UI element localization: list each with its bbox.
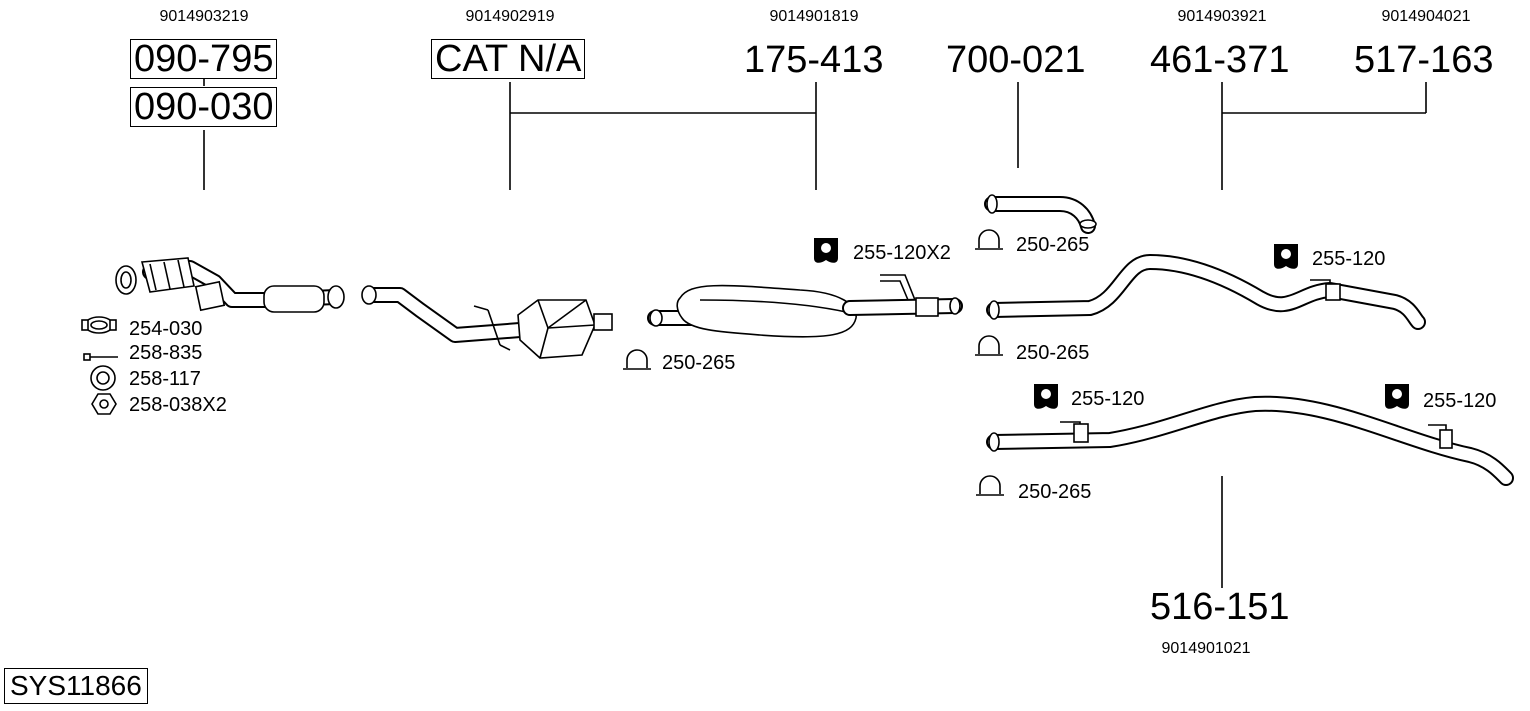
accessory-label-a7[interactable]: 250-265: [1016, 234, 1090, 256]
u-clamp-icon: [623, 349, 651, 370]
tail-bend-drawing: [984, 194, 1097, 234]
rubber-hanger-icon: [1034, 384, 1058, 409]
accessory-label-a3[interactable]: 258-117: [129, 368, 201, 390]
accessory-label-a5[interactable]: 250-265: [662, 352, 736, 374]
rubber-hanger-icon: [1385, 384, 1409, 409]
part-number-p2[interactable]: CAT N/A: [431, 39, 586, 79]
accessory-label-a10[interactable]: 255-120: [1071, 388, 1145, 410]
u-clamp-icon: [975, 335, 1003, 356]
rubber-hanger-icon: [814, 238, 838, 263]
accessory-label-a8[interactable]: 250-265: [1016, 342, 1090, 364]
leader-lines: [203, 78, 1427, 588]
oem-number-p5: 9014903921: [1177, 8, 1267, 25]
oem-number-p1: 9014903219: [159, 8, 249, 25]
catalytic-converter-drawing: [361, 285, 613, 359]
front-pipe-drawing: [115, 257, 345, 313]
u-clamp-icon: [976, 475, 1004, 496]
bolt-icon: [83, 353, 118, 361]
middle-silencer-drawing: [647, 274, 963, 338]
part-number-p4[interactable]: 700-021: [946, 39, 1086, 81]
accessory-label-a6[interactable]: 255-120X2: [853, 242, 951, 264]
system-code-label: SYS11866: [4, 668, 148, 704]
part-number-p6[interactable]: 517-163: [1354, 39, 1494, 81]
oem-number-p3: 9014901819: [769, 8, 859, 25]
part-number-p7[interactable]: 516-151: [1150, 586, 1290, 628]
part-number-p1-b[interactable]: 090-030: [130, 87, 278, 127]
clamp-icon: [81, 316, 117, 334]
rubber-hanger-icon: [1274, 244, 1298, 269]
accessory-label-a12[interactable]: 250-265: [1018, 481, 1092, 503]
nut-icon: [91, 393, 117, 415]
part-number-p3[interactable]: 175-413: [744, 39, 884, 81]
u-clamp-icon: [975, 229, 1003, 250]
accessory-label-a11[interactable]: 255-120: [1423, 390, 1497, 412]
oem-number-p2: 9014902919: [465, 8, 555, 25]
ring-gasket-icon: [90, 365, 116, 391]
accessory-label-a2[interactable]: 258-835: [129, 342, 203, 364]
accessory-label-a9[interactable]: 255-120: [1312, 248, 1386, 270]
rear-pipe-lower-drawing: [986, 395, 1514, 486]
part-number-p1-a[interactable]: 090-795: [130, 39, 278, 79]
part-number-p5[interactable]: 461-371: [1150, 39, 1290, 81]
oem-number-p6: 9014904021: [1381, 8, 1471, 25]
rear-pipe-upper-drawing: [986, 254, 1426, 330]
accessory-label-a4[interactable]: 258-038X2: [129, 394, 227, 416]
accessory-label-a1[interactable]: 254-030: [129, 318, 203, 340]
oem-number-p7: 9014901021: [1161, 640, 1251, 657]
